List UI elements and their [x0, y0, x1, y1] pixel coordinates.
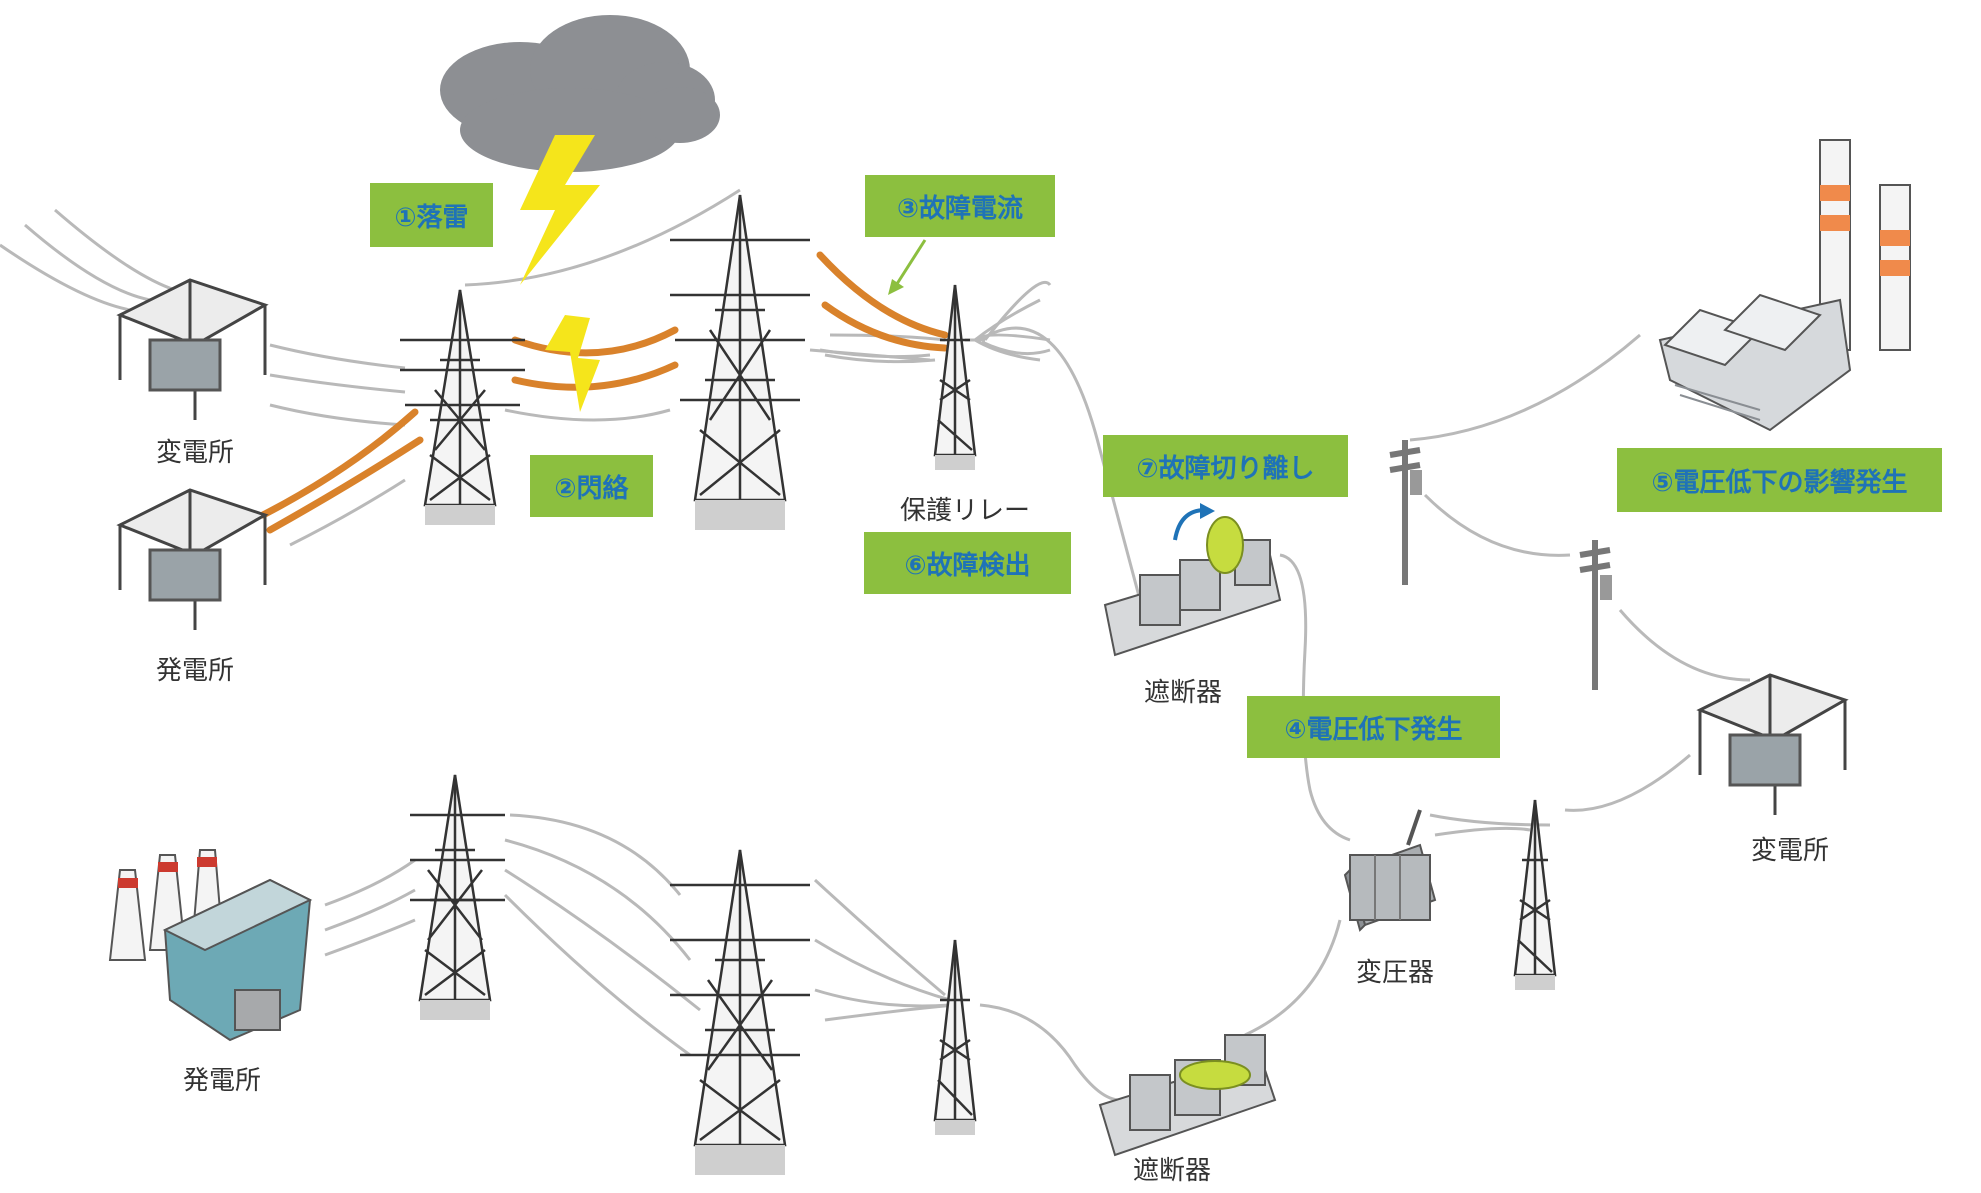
- upper-power-lines: [0, 188, 1751, 842]
- storm-cloud-icon: [440, 15, 720, 172]
- label-relay: 保護リレー: [899, 496, 1031, 526]
- label-substation-left: 変電所: [155, 438, 235, 468]
- lower-left-tower: [410, 774, 505, 1020]
- label-power-plant-left: 発電所: [155, 656, 235, 686]
- label-substation-right: 変電所: [1750, 836, 1830, 866]
- power-plant-bottom-icon: [108, 849, 313, 1042]
- breaker-upper-icon: [1103, 503, 1282, 657]
- relay-tower: [933, 284, 977, 470]
- substation-right-icon: [1696, 673, 1849, 815]
- lower-power-lines: [324, 813, 1342, 1102]
- step-fault-detect: ⑥故障検出: [864, 532, 1071, 594]
- step-flashover: ②閃絡: [530, 455, 653, 517]
- step-lightning: ①落雷: [370, 183, 493, 247]
- step-fault-isolate: ⑦故障切り離し: [1103, 435, 1348, 497]
- step-fault-current: ③故障電流: [865, 175, 1055, 237]
- right-small-tower: [1513, 799, 1557, 990]
- utility-pole-upper: [1389, 440, 1422, 585]
- label-breaker-upper: 遮断器: [1143, 678, 1223, 708]
- flashover-spark-icon: [545, 315, 600, 412]
- lightning-bolt-icon: [520, 135, 600, 285]
- step-voltage-drop: ④電圧低下発生: [1247, 696, 1500, 758]
- fault-current-lines: [259, 251, 949, 534]
- label-power-plant-bottom: 発電所: [182, 1066, 262, 1096]
- transformer-icon: [1343, 809, 1437, 932]
- power-plant-left-icon: [116, 488, 269, 630]
- substation-left-icon: [116, 278, 269, 420]
- upper-middle-tower: [670, 194, 810, 530]
- upper-left-tower: [400, 289, 525, 525]
- label-transformer: 変圧器: [1355, 958, 1435, 988]
- factory-icon: [1658, 139, 1911, 432]
- step-impact: ⑤電圧低下の影響発生: [1617, 448, 1942, 512]
- label-breaker-lower: 遮断器: [1132, 1156, 1212, 1186]
- lower-middle-tower: [670, 849, 810, 1175]
- fault-current-arrow-icon: [888, 239, 927, 295]
- lower-right-tower: [933, 939, 977, 1135]
- utility-pole-lower: [1579, 540, 1612, 690]
- breaker-lower-icon: [1098, 1034, 1277, 1157]
